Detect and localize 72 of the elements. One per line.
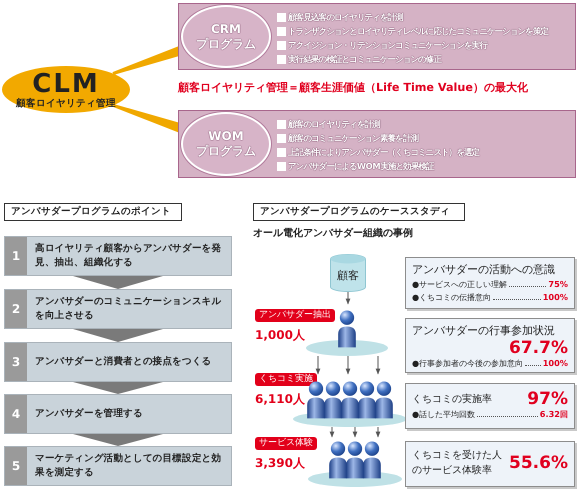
stat-box bbox=[405, 318, 575, 373]
step-box bbox=[4, 446, 232, 486]
bullet-item: 上記条件によりアンバサダー（くちコミニスト）を選定 bbox=[276, 145, 480, 159]
clm-subtitle: 顧客ロイヤリティ管理 bbox=[16, 98, 116, 110]
step-box bbox=[4, 342, 232, 382]
stat-item-value: 100% bbox=[542, 357, 568, 370]
step-number: 5 bbox=[5, 447, 27, 485]
count-label: 6,110人 bbox=[255, 391, 305, 408]
count-label: 3,390人 bbox=[255, 455, 305, 472]
step-text: アンバサダーを管理する bbox=[34, 407, 144, 421]
stat-item: ●話した平均回数 bbox=[412, 408, 476, 421]
slogan-text: 顧客ロイヤリティ管理＝顧客生涯価値（Life Time Value）の最大化 bbox=[178, 80, 528, 95]
arrow bbox=[346, 292, 350, 305]
chevron-arrow bbox=[73, 276, 163, 289]
stat-box bbox=[405, 383, 575, 429]
step-box bbox=[4, 236, 232, 276]
bullet-item: 顧客見込客のロイヤリティを計測 bbox=[276, 10, 548, 24]
chevron-arrow bbox=[73, 382, 163, 394]
stat-item-value: 100% bbox=[542, 291, 568, 304]
section-heading: アンバサダープログラムのポイント bbox=[4, 203, 182, 221]
step-number: 3 bbox=[5, 343, 27, 381]
stat-item-value: 6.32回 bbox=[540, 408, 568, 421]
arrow bbox=[330, 426, 334, 438]
stat-item: ●くちコミの伝播意向 bbox=[412, 291, 492, 304]
count-label: 1,000人 bbox=[255, 327, 305, 344]
stat-item: ●サービスへの正しい理解 bbox=[412, 278, 508, 291]
step-number: 4 bbox=[5, 395, 27, 433]
arrow bbox=[316, 356, 320, 375]
step-text: 高ロイヤリティ顧客からアンバサダーを発見、抽出、組織化する bbox=[34, 242, 222, 270]
cylinder-label: 顧客 bbox=[337, 268, 359, 282]
tag-label: アンバサダー抽出 bbox=[255, 309, 335, 322]
stat-title: アンバサダーの活動への意識 bbox=[412, 262, 556, 278]
bullet-item: 実行結果の検証とコミュニケーションの修正 bbox=[276, 52, 548, 66]
stat-title: くちコミを受けた人のサービス体験率 bbox=[412, 448, 503, 478]
program-label: CRM プログラム bbox=[195, 22, 257, 52]
stat-item: ●行事参加者の今後の参加意向 bbox=[412, 357, 524, 370]
arrow bbox=[346, 356, 350, 375]
program-ellipse bbox=[181, 5, 271, 68]
step-number: 2 bbox=[5, 290, 27, 328]
stat-title: くちコミの実施率 bbox=[412, 392, 493, 406]
bullet-item: アンバサダーによるWOM実施と効果検証 bbox=[276, 159, 480, 173]
chevron-arrow bbox=[73, 434, 163, 446]
clm-title: CLM bbox=[32, 70, 100, 98]
tag-label: くちコミ実施 bbox=[255, 373, 317, 386]
bullet-item: 顧客のコミュニケーション素養を計測 bbox=[276, 131, 480, 145]
stat-value: 97% bbox=[527, 390, 568, 408]
stat-value: 55.6% bbox=[509, 454, 568, 472]
bullet-item: トランザクションとロイヤリティレベルに応じたコミュニケーションを策定 bbox=[276, 24, 548, 38]
arrow bbox=[352, 426, 358, 438]
step-text: アンバサダーと消費者との接点をつくる bbox=[34, 355, 212, 369]
bullet-item: アクイジション・リテンションコミュニケーションを実行 bbox=[276, 38, 548, 52]
program-band bbox=[178, 110, 576, 178]
step-box bbox=[4, 289, 232, 329]
stat-title: アンバサダーの行事参加状況 bbox=[412, 323, 556, 339]
step-number: 1 bbox=[5, 237, 27, 275]
stat-value: 67.7% bbox=[508, 339, 568, 357]
stat-item-value: 75% bbox=[548, 278, 568, 291]
bullet-item: 顧客のロイヤリティを計測 bbox=[276, 117, 480, 131]
arrow bbox=[376, 356, 380, 375]
step-text: マーケティング活動としての目標設定と効果を測定する bbox=[34, 452, 222, 480]
program-ellipse bbox=[181, 112, 271, 176]
section-heading: アンバサダープログラムのケーススタディ bbox=[253, 203, 465, 221]
stat-box bbox=[405, 441, 575, 487]
case-subtitle: オール電化アンバサダー組織の事例 bbox=[253, 226, 413, 240]
program-band bbox=[178, 3, 576, 70]
step-box bbox=[4, 394, 232, 434]
stat-box bbox=[405, 257, 575, 309]
arrow bbox=[376, 426, 380, 438]
step-text: アンバサダーのコミュニケーションスキルを向上させる bbox=[34, 295, 222, 323]
chevron-arrow bbox=[73, 329, 163, 342]
tag-label: サービス体験 bbox=[255, 437, 317, 450]
program-label: WOM プログラム bbox=[195, 129, 257, 159]
